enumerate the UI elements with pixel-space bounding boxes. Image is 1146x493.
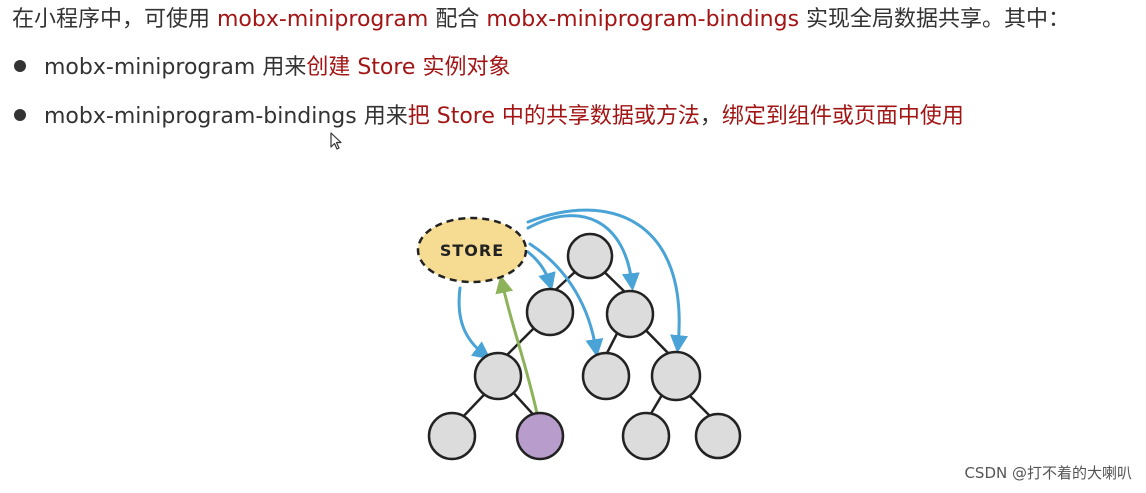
- watermark-text: CSDN @打不着的大喇叭: [964, 464, 1132, 482]
- bullet-item-create-store: mobx-miniprogram 用来创建 Store 实例对象: [14, 53, 510, 83]
- mouse-pointer-icon: [330, 132, 342, 150]
- bullet-highlight: 把 Store 中的共享数据或方法: [407, 104, 700, 129]
- store-label: STORE: [440, 241, 504, 260]
- tree-node-root: [566, 232, 614, 280]
- store-distribution-arrows: [457, 208, 688, 360]
- store-tree-diagram: STORE: [416, 208, 742, 461]
- tree-node-leaf-4: [694, 412, 742, 460]
- store-node: STORE: [416, 216, 528, 284]
- tree-node-leaf-active: [515, 411, 565, 461]
- arrow-to-grandchild-middle: [528, 242, 604, 358]
- intro-suffix: 实现全局数据共享。其中：: [799, 7, 1071, 32]
- bullet-highlight-2: 绑定到组件或页面中使用: [721, 104, 964, 129]
- tree-node-grandchild-right: [650, 350, 702, 402]
- arrow-to-grandchild-left: [457, 286, 491, 360]
- tree-node-child-left: [525, 287, 575, 337]
- tree-node-grandchild-middle: [581, 351, 631, 401]
- arrow-to-grandchild-right: [526, 208, 688, 354]
- tree-nodes: [427, 232, 742, 461]
- arrow-to-child-left: [526, 250, 556, 291]
- bullet-lead: mobx-miniprogram-bindings 用来: [44, 104, 408, 129]
- arrow-leaf-to-store: [495, 274, 540, 420]
- bullet-lead: mobx-miniprogram 用来: [44, 55, 307, 80]
- tree-node-grandchild-left: [473, 351, 523, 401]
- bullet-dot-icon: [14, 109, 26, 121]
- tree-node-child-right: [605, 289, 655, 339]
- bullet-item-bind-store: mobx-miniprogram-bindings 用来把 Store 中的共享…: [14, 102, 964, 132]
- tree-node-leaf-3: [621, 411, 671, 461]
- intro-mid: 配合: [428, 7, 487, 32]
- bullet-highlight: 创建 Store 实例对象: [306, 55, 511, 80]
- intro-prefix: 在小程序中，可使用: [12, 7, 217, 32]
- tree-node-leaf-1: [427, 411, 477, 461]
- package-name-mobx-miniprogram-bindings: mobx-miniprogram-bindings: [486, 7, 800, 32]
- intro-line: 在小程序中，可使用 mobx-miniprogram 配合 mobx-minip…: [12, 5, 1070, 35]
- bullet-separator: ，: [699, 104, 722, 129]
- arrow-to-child-right: [526, 214, 640, 292]
- bullet-dot-icon: [14, 60, 26, 72]
- package-name-mobx-miniprogram: mobx-miniprogram: [217, 7, 429, 32]
